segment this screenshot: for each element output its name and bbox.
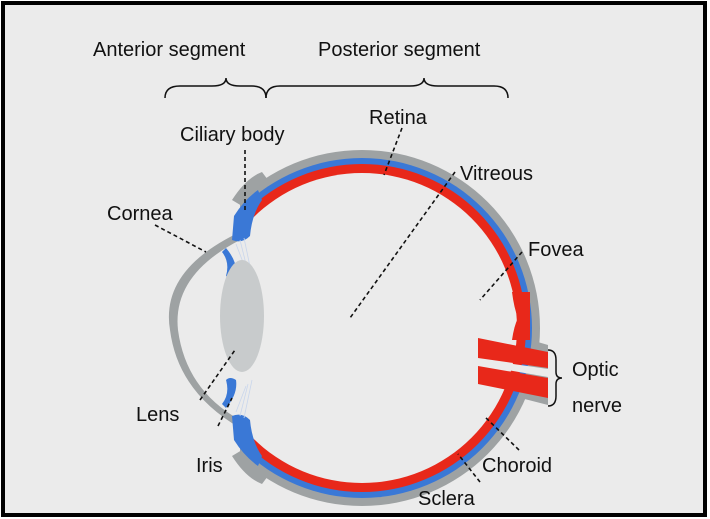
lens <box>220 260 264 372</box>
cornea-label: Cornea <box>107 203 173 225</box>
choroid-label: Choroid <box>482 455 552 477</box>
nerve-label: nerve <box>572 395 622 417</box>
anterior-segment-label: Anterior segment <box>93 39 246 61</box>
lens-label: Lens <box>136 404 179 426</box>
sclera-label: Sclera <box>418 488 476 510</box>
retina-label: Retina <box>369 107 428 129</box>
posterior-segment-label: Posterior segment <box>318 39 481 61</box>
fovea-label: Fovea <box>528 239 584 261</box>
iris-label: Iris <box>196 455 223 477</box>
vitreous-label: Vitreous <box>460 163 533 185</box>
ciliary-body-label: Ciliary body <box>180 124 284 146</box>
optic-label: Optic <box>572 359 619 381</box>
